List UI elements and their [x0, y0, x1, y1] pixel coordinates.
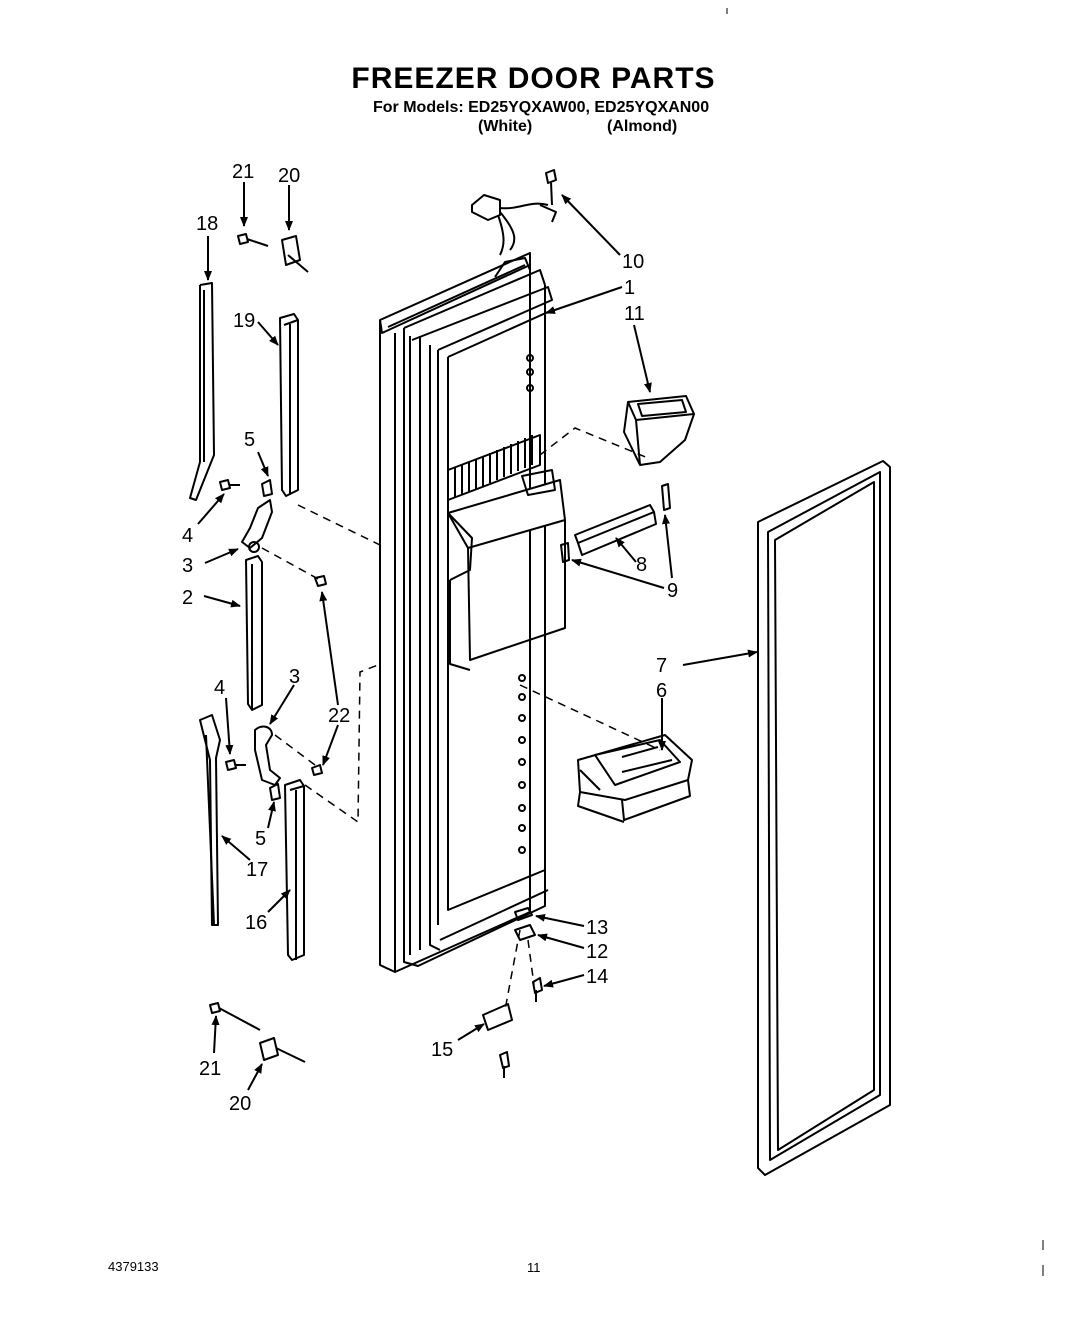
callout-5-upper: 5 — [244, 429, 255, 451]
callout-11: 11 — [624, 303, 645, 325]
variant-white-label: (White) — [478, 118, 533, 135]
door-gasket-part — [757, 460, 891, 1176]
screw-21-upper-part — [237, 233, 269, 247]
clip-5-lower-part — [269, 783, 281, 801]
callout-3-lower: 3 — [289, 666, 300, 688]
scan-marks — [726, 8, 1044, 1276]
page-title: FREEZER DOOR PARTS — [351, 62, 716, 95]
callout-arrows — [197, 182, 758, 1091]
callout-20-bottom: 20 — [229, 1093, 251, 1115]
door-bin-part — [577, 734, 693, 823]
callout-4-upper: 4 — [182, 525, 193, 547]
trim-19-part — [279, 313, 299, 497]
trim-18-part — [189, 282, 215, 501]
screw-4-lower-part — [225, 759, 246, 771]
callout-13: 13 — [586, 917, 608, 939]
page-number: 11 — [527, 1260, 541, 1275]
callout-21-top: 21 — [232, 161, 254, 183]
lower-hinge-assembly-part — [482, 907, 543, 1078]
callout-16: 16 — [245, 912, 267, 934]
callout-9: 9 — [667, 580, 678, 602]
callout-20-top: 20 — [278, 165, 300, 187]
assembly-dashed-lines — [261, 427, 661, 1011]
callout-19: 19 — [233, 310, 255, 332]
callout-8: 8 — [636, 554, 647, 576]
callout-7: 7 — [656, 655, 667, 677]
callout-17: 17 — [246, 859, 268, 881]
freezer-door-part — [379, 252, 566, 973]
callout-10: 10 — [622, 251, 644, 273]
screw-22-upper-part — [314, 575, 327, 587]
callout-12: 12 — [586, 941, 608, 963]
callout-5-lower: 5 — [255, 828, 266, 850]
bracket-8-part — [560, 483, 671, 563]
clip-5-upper-part — [261, 479, 273, 497]
models-line: For Models: ED25YQXAW00, ED25YQXAN00 — [373, 99, 710, 116]
trim-2-part — [245, 555, 263, 711]
trim-16-part — [284, 779, 305, 961]
hinge-3-lower-part — [254, 725, 281, 786]
callout-6: 6 — [656, 680, 667, 702]
document-code: 4379133 — [108, 1259, 159, 1274]
callout-4-lower: 4 — [214, 677, 225, 699]
screw-22-lower-part — [311, 764, 323, 776]
hinge-3-upper-part — [241, 499, 273, 553]
callout-15: 15 — [431, 1039, 453, 1061]
callout-2: 2 — [182, 587, 193, 609]
callout-3-upper: 3 — [182, 555, 193, 577]
variant-almond-label: (Almond) — [607, 118, 678, 135]
screw-10-part — [545, 169, 557, 206]
ice-chute-part — [623, 395, 695, 466]
clip-20-lower-part — [259, 1037, 306, 1063]
wire-harness-part — [471, 194, 557, 256]
screw-4-upper-part — [219, 479, 240, 491]
callout-1: 1 — [624, 277, 635, 299]
callout-21-bottom: 21 — [199, 1058, 221, 1080]
clip-20-upper-part — [281, 235, 309, 273]
callout-labels: 21 20 18 19 5 4 3 2 4 3 22 5 17 16 21 20… — [182, 161, 678, 1115]
screw-21-lower-part — [209, 1002, 261, 1031]
callout-14: 14 — [586, 966, 608, 988]
callout-22: 22 — [328, 705, 350, 727]
callout-18: 18 — [196, 213, 218, 235]
trim-17-part — [199, 714, 221, 926]
